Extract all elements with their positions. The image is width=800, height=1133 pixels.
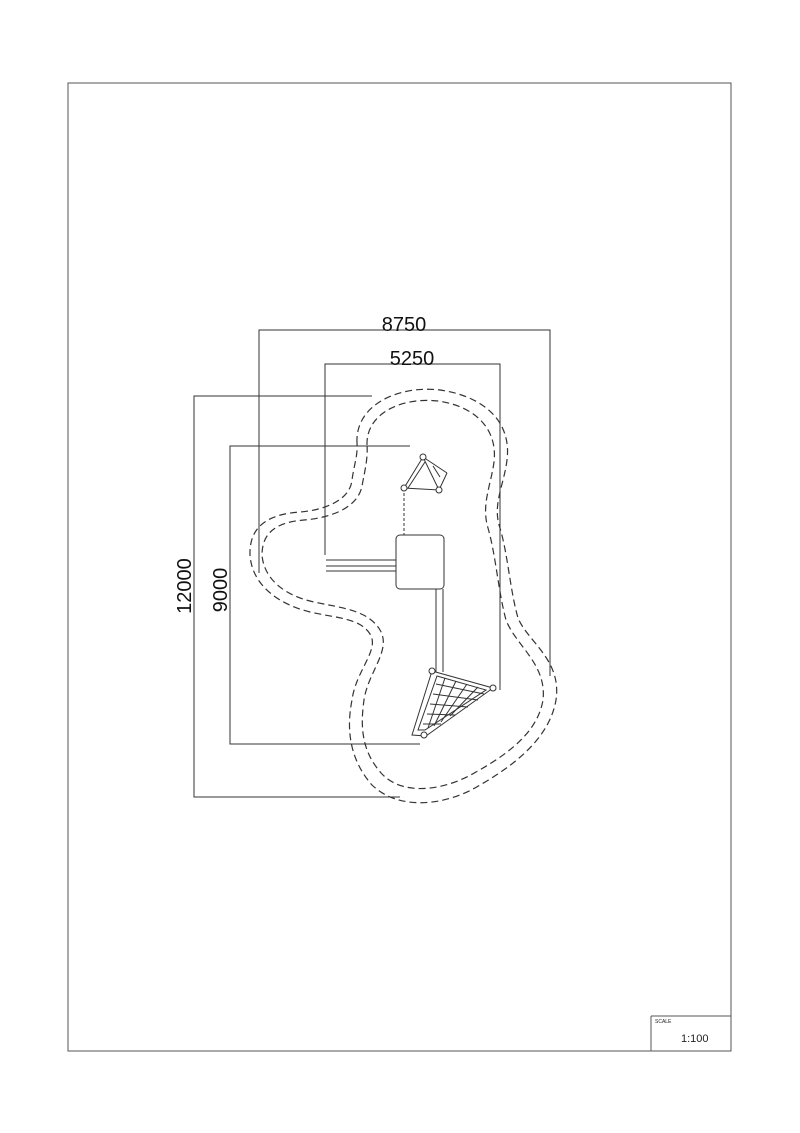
scale-value: 1:100 xyxy=(681,1033,709,1045)
dim-overall-length-text: 12000 xyxy=(174,558,196,614)
frame-joint xyxy=(419,453,427,461)
net-corner xyxy=(420,731,428,739)
sheet-border xyxy=(67,82,732,1052)
net-corner xyxy=(489,684,497,692)
scale-label: SCALE xyxy=(655,1019,672,1025)
safety-zone-inner xyxy=(261,399,544,790)
net-corner xyxy=(428,667,436,675)
net-mesh xyxy=(423,677,485,729)
safety-zone-outer xyxy=(249,388,558,804)
play-equipment xyxy=(326,453,497,739)
title-block: SCALE 1:100 xyxy=(650,1015,731,1051)
frame-joint xyxy=(400,484,408,492)
dimension-lines xyxy=(193,329,551,798)
frame-joint xyxy=(435,486,443,494)
dim-overall-length-line xyxy=(193,395,400,798)
triangle-climbing-frame xyxy=(403,455,440,491)
dim-inner-length-text: 9000 xyxy=(210,568,232,613)
dim-overall-width-text: 8750 xyxy=(382,314,427,336)
dim-inner-width-text: 5250 xyxy=(390,348,435,370)
dim-inner-width-line xyxy=(324,363,501,690)
tower-platform xyxy=(395,534,445,590)
dim-overall-width-line xyxy=(258,329,551,676)
dim-inner-length-line xyxy=(229,445,420,745)
